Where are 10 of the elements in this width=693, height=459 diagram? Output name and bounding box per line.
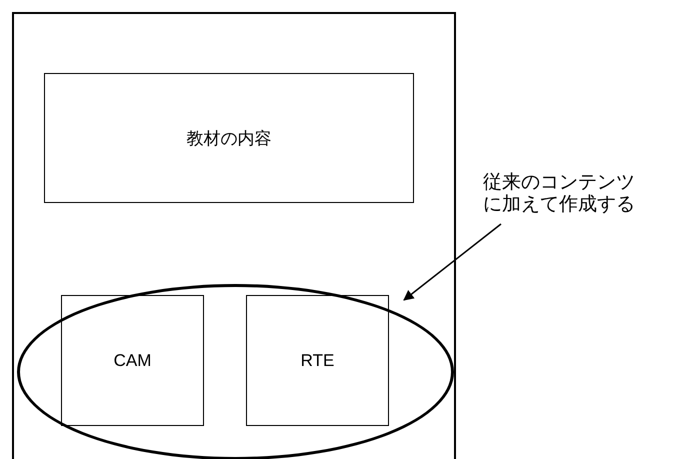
outer-frame bbox=[12, 12, 456, 459]
arrow bbox=[403, 223, 502, 301]
ellipse-outline bbox=[17, 284, 454, 459]
box-label: 教材の内容 bbox=[186, 128, 272, 150]
box-label: RTE bbox=[300, 350, 334, 370]
box-label: CAM bbox=[114, 350, 152, 370]
annotation-text: 従来のコンテンツに加えて作成する bbox=[483, 172, 648, 222]
content-box bbox=[246, 295, 389, 426]
content-box bbox=[44, 73, 414, 203]
content-box bbox=[61, 295, 204, 426]
